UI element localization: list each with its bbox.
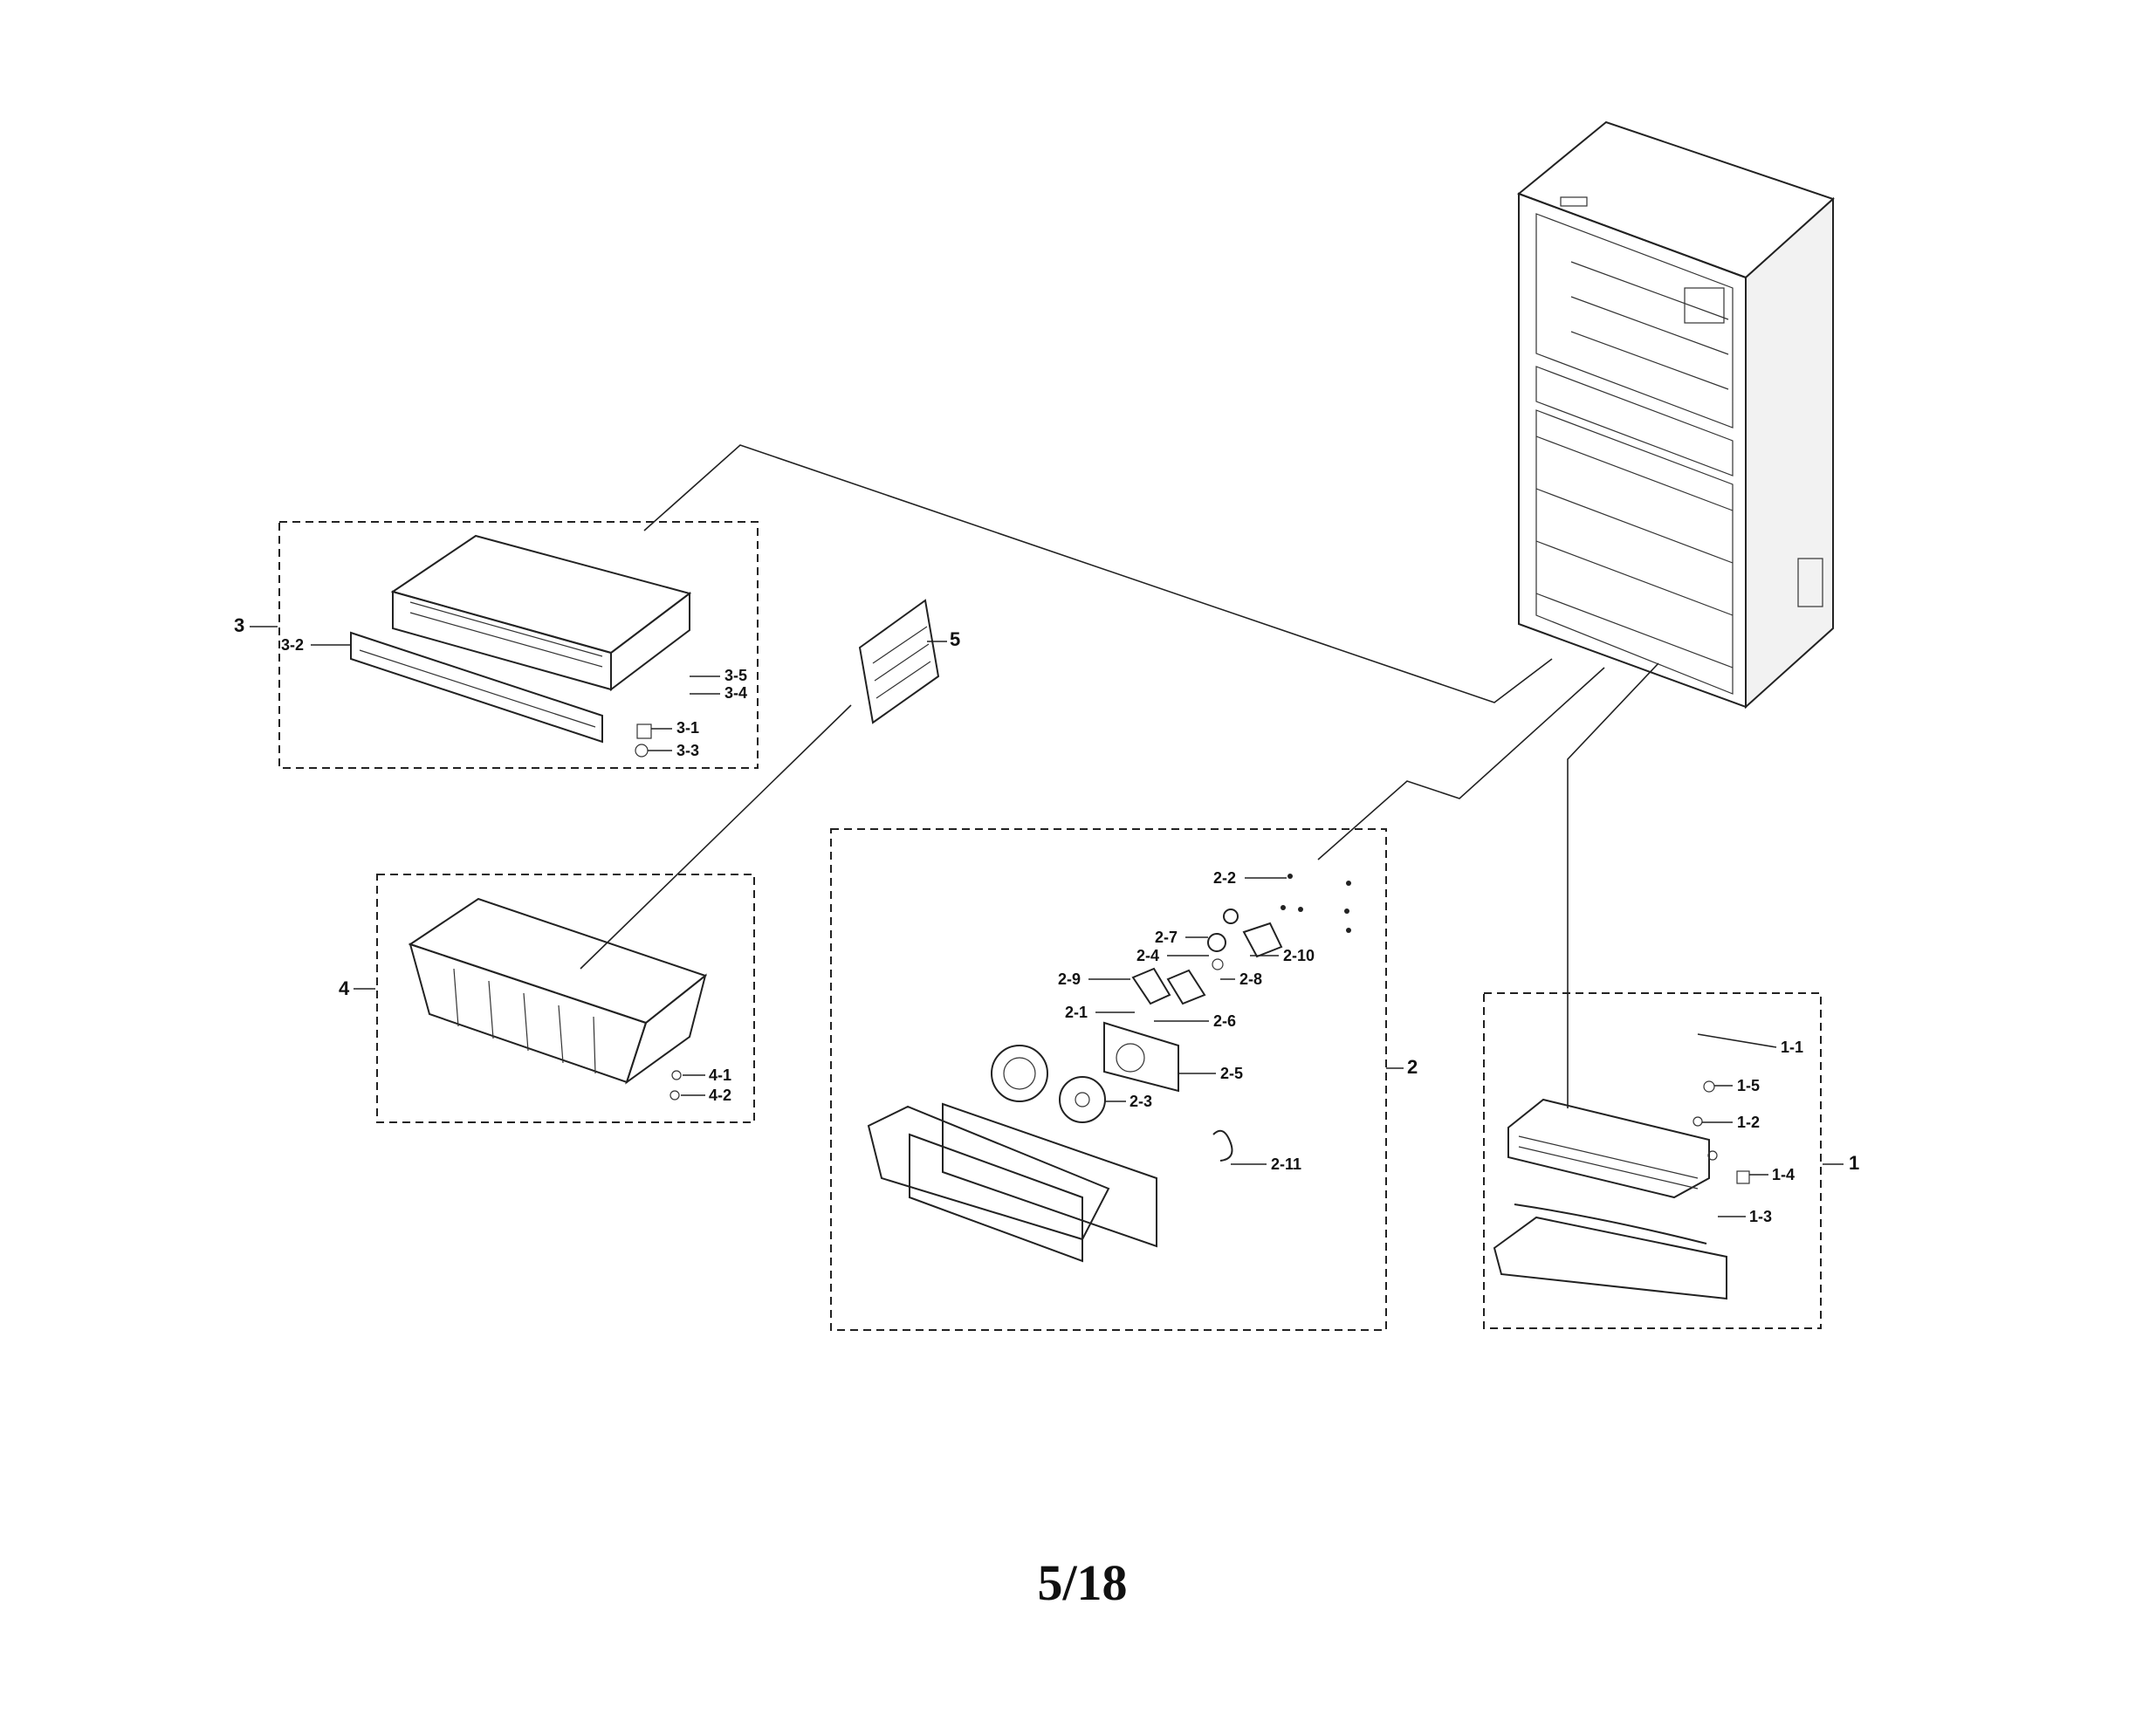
group-1-box: [1483, 992, 1822, 1329]
callout-2-3: 2-3: [1129, 1093, 1152, 1110]
part-5-label: 5: [950, 628, 960, 650]
group-1-callouts: 1 1-1 1-5 1-2 1-4 1-3: [1697, 1033, 1859, 1225]
callout-1-4: 1-4: [1772, 1166, 1795, 1183]
group-4-callouts: 4 4-1 4-2: [339, 977, 731, 1104]
callout-3-2: 3-2: [281, 636, 304, 654]
callout-2-11: 2-11: [1271, 1155, 1301, 1173]
callout-2-9: 2-9: [1058, 970, 1081, 988]
callout-3-3: 3-3: [676, 742, 699, 759]
callout-1-3: 1-3: [1749, 1208, 1772, 1225]
callout-2-4: 2-4: [1136, 947, 1159, 964]
callout-2-2: 2-2: [1213, 869, 1236, 887]
callout-3-1: 3-1: [676, 719, 699, 737]
group-3-drawer: [278, 521, 759, 769]
group-1-evaporator: [1483, 992, 1822, 1329]
group-2-label: 2: [1407, 1056, 1418, 1078]
group-4-label: 4: [339, 977, 350, 999]
refrigerator-cabinet: [1517, 120, 1835, 710]
callout-4-1: 4-1: [709, 1066, 731, 1084]
callout-2-7: 2-7: [1155, 929, 1178, 946]
callout-2-1: 2-1: [1065, 1004, 1088, 1021]
part-5-divider: 5: [858, 599, 960, 724]
callout-1-5: 1-5: [1737, 1077, 1760, 1094]
callout-1-2: 1-2: [1737, 1114, 1760, 1131]
callout-4-2: 4-2: [709, 1087, 731, 1104]
callout-2-6: 2-6: [1213, 1012, 1236, 1030]
group-2-callouts: 2 2-2 2-7 2-4 2-10 2-9 2-8 2-1 2-6 2-5 2…: [1058, 869, 1418, 1173]
group-2-box: [830, 828, 1387, 1331]
callout-2-10: 2-10: [1283, 947, 1315, 964]
callout-2-8: 2-8: [1239, 970, 1262, 988]
callout-3-4: 3-4: [724, 684, 747, 702]
group-3-label: 3: [234, 614, 244, 636]
group-3-box: [278, 521, 759, 769]
callout-1-1: 1-1: [1781, 1039, 1803, 1056]
group-4-box: [376, 874, 755, 1123]
leader-lines: [580, 444, 1659, 1108]
callout-2-5: 2-5: [1220, 1065, 1243, 1082]
page-number: 5/18: [1037, 1554, 1128, 1611]
group-3-callouts: 3 3-2 3-5 3-4 3-1 3-3: [234, 614, 747, 759]
callout-3-5: 3-5: [724, 667, 747, 684]
group-2-fan-assembly: [830, 828, 1387, 1331]
group-1-label: 1: [1849, 1152, 1859, 1174]
group-4-basket: [376, 874, 755, 1123]
